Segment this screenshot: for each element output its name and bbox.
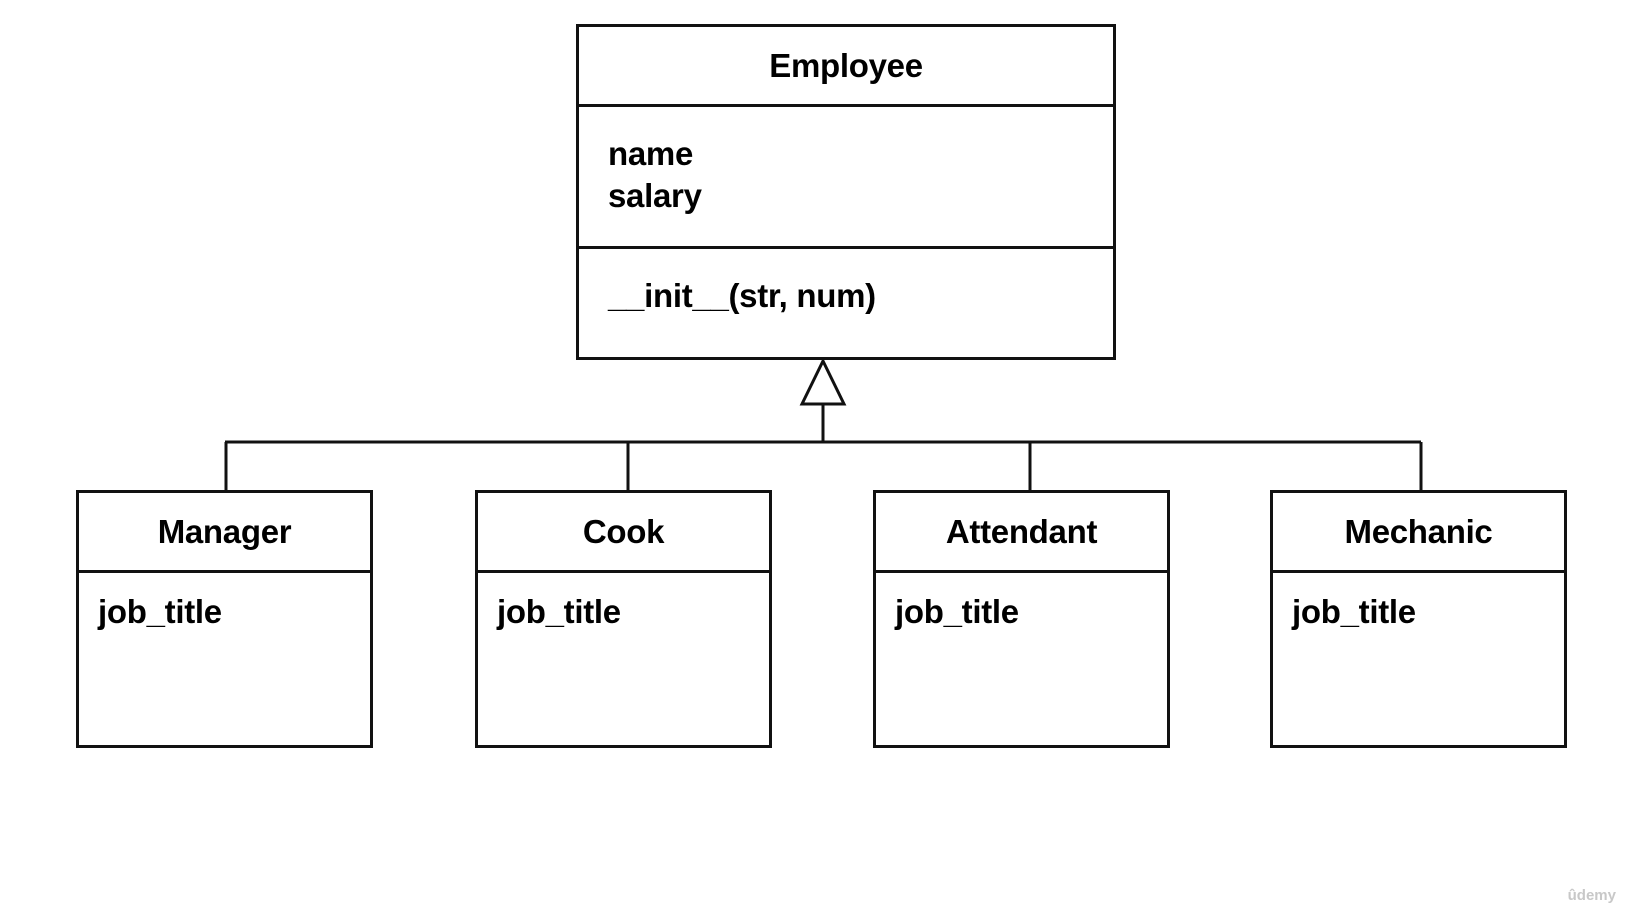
attributes-section: job_title — [79, 570, 370, 633]
class-name: Employee — [769, 46, 923, 84]
operations-section: __init__(str, num) — [579, 246, 1113, 317]
attribute-job-title: job_title — [497, 593, 621, 630]
attributes-section: job_title — [876, 570, 1167, 633]
class-attendant: Attendant job_title — [873, 490, 1170, 748]
class-mechanic: Mechanic job_title — [1270, 490, 1567, 748]
attributes-section: name salary — [579, 104, 1113, 246]
operation-init: __init__(str, num) — [608, 277, 876, 314]
attribute-job-title: job_title — [895, 593, 1019, 630]
class-name: Manager — [157, 512, 292, 550]
class-employee: Employee name salary __init__(str, num) — [576, 24, 1116, 360]
generalization-arrowhead — [799, 357, 847, 406]
attribute-salary: salary — [608, 177, 702, 214]
class-manager: Manager job_title — [76, 490, 373, 748]
attribute-job-title: job_title — [98, 593, 222, 630]
class-name: Cook — [582, 512, 665, 550]
class-cook: Cook job_title — [475, 490, 772, 748]
attributes-section: job_title — [478, 570, 769, 633]
attribute-name: name — [608, 135, 694, 172]
attribute-job-title: job_title — [1292, 593, 1416, 630]
class-name: Mechanic — [1344, 512, 1493, 550]
class-name: Attendant — [945, 512, 1098, 550]
watermark-logo: ûdemy — [1567, 887, 1616, 904]
attributes-section: job_title — [1273, 570, 1564, 633]
